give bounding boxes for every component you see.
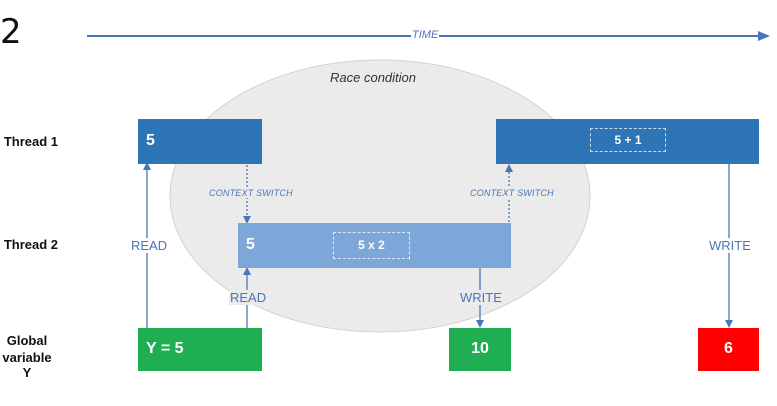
write-label-thread2: WRITE: [459, 290, 503, 305]
global-after-thread2-value: 10: [471, 340, 489, 357]
context-switch-label-1: CONTEXT SWITCH: [208, 188, 294, 198]
row-label-thread1: Thread 1: [3, 134, 58, 149]
race-condition-label: Race condition: [330, 70, 416, 85]
thread1-read-value: 5: [146, 132, 155, 149]
write-label-thread1: WRITE: [708, 238, 752, 253]
global-initial-box: Y = 5: [138, 328, 262, 371]
row-label-global-line1: Global: [6, 333, 48, 348]
thread2-compute-value: 5 x 2: [333, 232, 410, 259]
thread1-compute-value: 5 + 1: [590, 128, 666, 152]
read-label-thread1: READ: [130, 238, 169, 253]
thread1-compute-box: 5 + 1: [496, 119, 759, 164]
global-after-thread1-box: 6: [698, 328, 759, 371]
time-label: TIME: [411, 29, 440, 41]
thread2-box: 5 5 x 2: [238, 223, 511, 268]
read-label-thread2: READ: [229, 290, 268, 305]
row-label-thread2: Thread 2: [3, 237, 58, 252]
row-label-global-line2: variable Y: [2, 350, 52, 380]
thread2-read-value: 5: [246, 236, 255, 253]
global-initial-value: Y = 5: [146, 340, 184, 357]
global-after-thread2-box: 10: [449, 328, 511, 371]
context-switch-label-2: CONTEXT SWITCH: [469, 188, 555, 198]
global-after-thread1-value: 6: [724, 340, 733, 357]
figure-number: 2: [0, 12, 22, 52]
row-label-global: Global variable Y: [0, 333, 54, 380]
thread1-read-box: 5: [138, 119, 262, 164]
